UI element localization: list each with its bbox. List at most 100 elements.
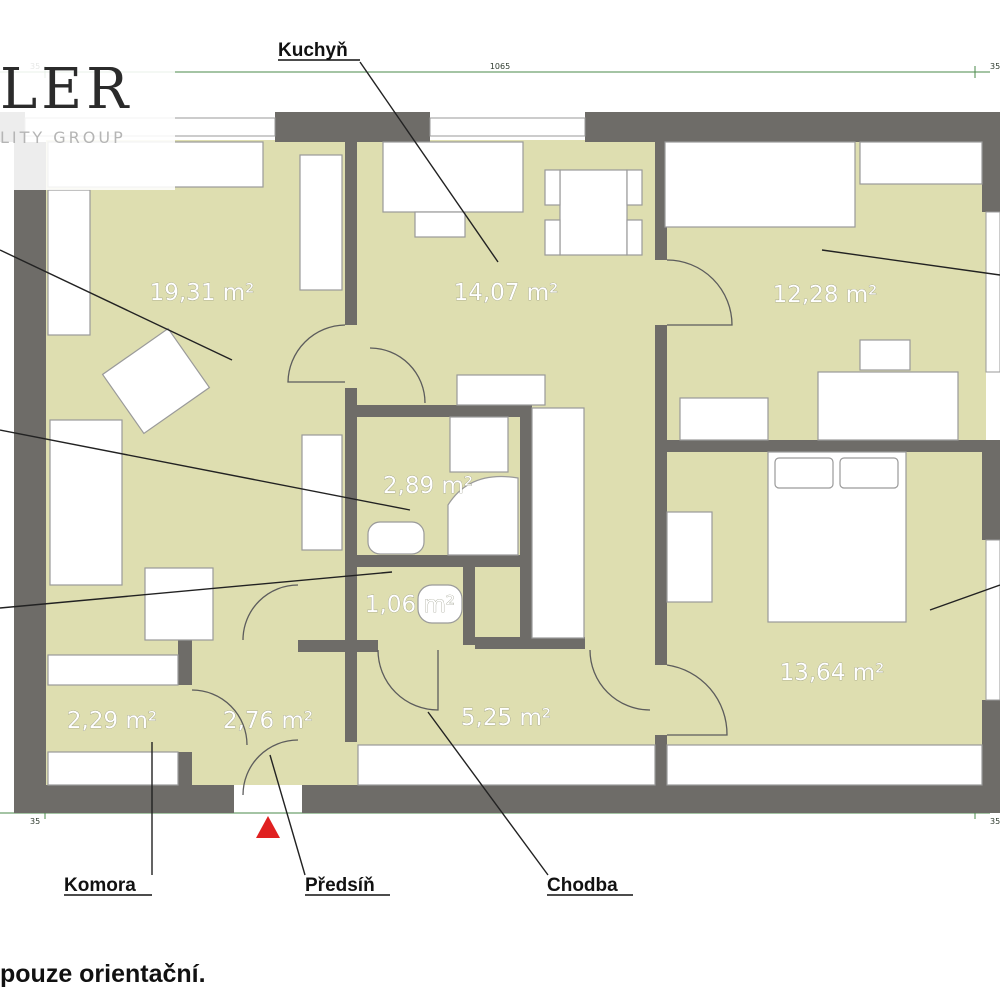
corridor-wardrobe bbox=[357, 744, 656, 786]
wall-living-bath bbox=[345, 388, 357, 650]
furniture bbox=[47, 141, 983, 786]
kitchen-counter bbox=[531, 407, 585, 639]
room-bed bbox=[664, 141, 856, 228]
door-room-upper bbox=[666, 259, 733, 326]
door-swings bbox=[191, 259, 733, 796]
entrance-marker-icon bbox=[256, 816, 280, 838]
leader-room bbox=[821, 249, 1000, 276]
label-komora: Komora bbox=[64, 875, 136, 896]
wall-kitchen-room-bottom bbox=[655, 735, 667, 790]
wall-hall-top bbox=[298, 640, 378, 652]
wall-left-lower bbox=[14, 642, 46, 812]
room-shelf bbox=[859, 141, 983, 185]
dim-top-total: 1065 bbox=[490, 62, 510, 71]
leader-chodba bbox=[427, 711, 549, 876]
bedroom-pillow-2 bbox=[839, 457, 899, 489]
wall-right-a bbox=[982, 142, 1000, 212]
wc-toilet bbox=[417, 584, 463, 624]
room-area-labels: 19,31 m² 14,07 m² 12,28 m² 2,89 m² 1,06 … bbox=[67, 280, 885, 735]
area-chodba: 5,25 m² bbox=[461, 705, 551, 731]
wall-top-c bbox=[585, 112, 1000, 142]
kitchen-chair bbox=[414, 211, 466, 238]
living-sofa bbox=[49, 419, 123, 586]
window-right-upper bbox=[985, 211, 1000, 373]
living-armchair-1 bbox=[101, 327, 211, 435]
room-name-labels: Kuchyň Komora Předsíň Chodba bbox=[64, 40, 633, 896]
door-living bbox=[287, 324, 346, 383]
kitchen-fridge bbox=[456, 374, 546, 406]
area-koupelna: 2,89 m² bbox=[383, 473, 473, 499]
right-windows bbox=[985, 211, 1000, 701]
wall-wc-right bbox=[463, 555, 475, 645]
living-cabinet-left bbox=[47, 189, 91, 336]
room-chair bbox=[859, 339, 911, 371]
window-right-lower bbox=[985, 539, 1000, 701]
wall-kitchen-room-lower bbox=[655, 325, 667, 665]
wall-storage-right-lower bbox=[178, 752, 192, 787]
brand-logo: LER LITY GROUP bbox=[0, 40, 175, 190]
wall-bath-bottom bbox=[345, 555, 530, 567]
door-entrance bbox=[242, 739, 299, 796]
leader-wc bbox=[0, 571, 393, 609]
kitchen-table-chair-4 bbox=[626, 219, 643, 256]
room-desk-small bbox=[679, 397, 769, 441]
area-pokoj: 12,28 m² bbox=[773, 282, 878, 308]
area-wc: 1,06 m² bbox=[365, 592, 455, 618]
area-loznice: 13,64 m² bbox=[780, 660, 885, 686]
door-hall-living bbox=[242, 584, 299, 641]
area-kuchyn: 14,07 m² bbox=[454, 280, 559, 306]
door-storage bbox=[191, 689, 248, 746]
bedroom-nightstand bbox=[666, 511, 713, 603]
wall-wc-shaft-bottom bbox=[475, 637, 585, 649]
label-chodba: Chodba bbox=[547, 875, 618, 896]
storage-shelf-bottom bbox=[47, 751, 179, 786]
wall-bath-top-left bbox=[345, 405, 435, 417]
wall-left-upper bbox=[14, 142, 46, 642]
leader-predsin bbox=[269, 754, 306, 876]
dim-top-right: 35 bbox=[990, 62, 1000, 71]
wall-storage-right-upper bbox=[178, 640, 192, 685]
area-obyvaci: 19,31 m² bbox=[150, 280, 255, 306]
disclaimer-text: pouze orientační. bbox=[0, 960, 206, 988]
leader-lines bbox=[0, 61, 1000, 876]
leader-kuchyn bbox=[359, 61, 499, 263]
living-cabinet-right bbox=[299, 154, 343, 291]
door-corridor bbox=[589, 649, 651, 711]
dim-bottom-right: 35 bbox=[990, 817, 1000, 826]
logo-backdrop bbox=[0, 40, 175, 190]
area-predsin: 2,76 m² bbox=[223, 708, 313, 734]
room-desk bbox=[817, 371, 959, 441]
door-wc bbox=[377, 649, 439, 711]
wall-rooms-divider bbox=[655, 440, 1000, 452]
kitchen-table bbox=[559, 169, 628, 256]
label-predsin: Předsíň bbox=[305, 875, 375, 896]
bath-washer bbox=[449, 416, 509, 473]
kitchen-desk bbox=[382, 141, 524, 213]
logo-sub-text: LITY GROUP bbox=[0, 128, 126, 147]
storage-shelf-top bbox=[47, 654, 179, 686]
bedroom-pillow-1 bbox=[774, 457, 834, 489]
wall-right-b bbox=[982, 440, 1000, 540]
wall-living-kitchen bbox=[345, 140, 357, 325]
label-kuchyn: Kuchyň bbox=[278, 40, 348, 61]
wall-top-b bbox=[275, 112, 430, 142]
leader-bath bbox=[0, 429, 411, 511]
kitchen-table-chair-2 bbox=[544, 219, 561, 256]
leader-living bbox=[0, 249, 233, 361]
wall-bottom-left bbox=[14, 785, 234, 813]
wall-bath-right bbox=[520, 405, 532, 645]
bedroom-wardrobe bbox=[666, 744, 983, 786]
kitchen-table-chair-1 bbox=[544, 169, 561, 206]
wall-hall-corridor bbox=[345, 652, 357, 742]
wall-right-c bbox=[982, 700, 1000, 790]
dim-bottom-left: 35 bbox=[30, 817, 40, 826]
door-bath bbox=[369, 347, 426, 404]
leader-bedroom bbox=[929, 584, 1000, 611]
logo-main-text: LER bbox=[0, 57, 132, 122]
kitchen-table-chair-3 bbox=[626, 169, 643, 206]
bath-sink bbox=[367, 521, 425, 555]
area-komora: 2,29 m² bbox=[67, 708, 157, 734]
wall-kitchen-room-upper bbox=[655, 140, 667, 260]
wall-bath-top-right bbox=[435, 405, 530, 417]
